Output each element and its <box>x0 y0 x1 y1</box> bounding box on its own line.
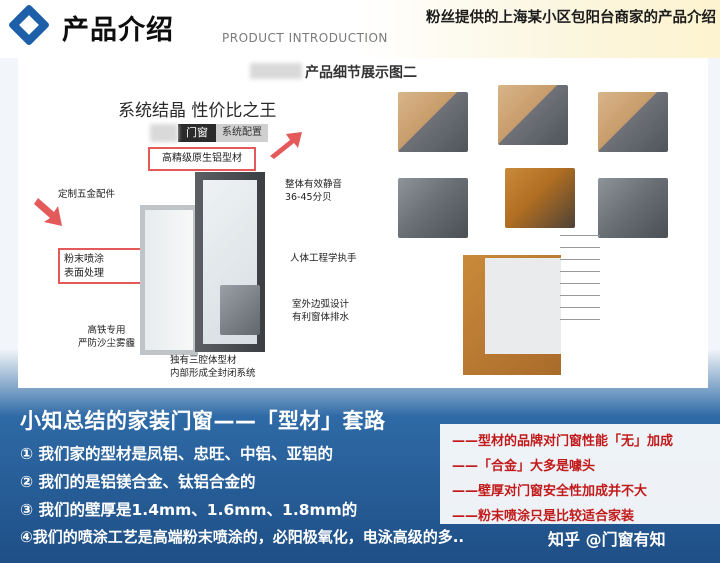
zhihu-watermark: 知乎 @门窗有知 <box>548 530 666 549</box>
fan-source-note: 粉丝提供的上海某小区包阳台商家的产品介绍 <box>426 10 716 26</box>
header-band <box>0 0 720 58</box>
callout-seal: 高铁专用 严防沙尘雾霾 <box>78 325 136 349</box>
callout-soundproof: 整体有效静音 36-45分贝 <box>285 179 343 203</box>
profile-swatch <box>598 92 668 152</box>
profile-cross-section <box>220 285 260 335</box>
profile-swatch <box>505 168 575 228</box>
profile-swatch <box>498 85 568 145</box>
summary-note: ——粉末喷涂只是比较适合家装 <box>452 509 635 524</box>
summary-point: ④我们的喷涂工艺是高端粉末喷涂的，必阳极氧化，电泳高级的多.. <box>20 528 465 546</box>
leader-lines <box>560 235 620 345</box>
config-label-system: 系统配置 <box>216 124 268 142</box>
red-arrow-down-icon <box>34 198 62 226</box>
notes-background <box>440 424 720 524</box>
page-subtitle-en: PRODUCT INTRODUCTION <box>222 31 388 45</box>
config-bar: 门窗 系统配置 <box>150 124 268 142</box>
blurred-brand-name <box>250 63 302 79</box>
product-detail-title: 产品细节展示图二 <box>305 65 417 81</box>
summary-heading: 小知总结的家装门窗——「型材」套路 <box>20 409 386 433</box>
summary-note: ——型材的品牌对门窗性能「无」加成 <box>452 434 674 449</box>
summary-note: ——「合金」大多是噱头 <box>452 459 596 474</box>
window-open-sash <box>140 205 198 355</box>
page-title: 产品介绍 <box>62 15 174 46</box>
profile-swatch <box>398 92 468 152</box>
profile-swatch <box>398 178 468 238</box>
callout-drainage: 室外边弧设计 有利窗体排水 <box>292 299 350 323</box>
callout-handle: 人体工程学执手 <box>290 253 357 264</box>
config-label-door-window: 门窗 <box>178 124 216 142</box>
summary-note: ——壁厚对门窗安全性加成并不大 <box>452 484 648 499</box>
callout-hardware: 定制五金配件 <box>58 189 116 200</box>
corner-profile-glass <box>485 258 561 354</box>
red-arrow-icon <box>270 132 302 159</box>
summary-point: ② 我们的是铝镁合金、钛铝合金的 <box>20 473 256 491</box>
product-slogan: 系统结晶 性价比之王 <box>118 101 277 121</box>
blurred-config-brand <box>150 124 178 142</box>
summary-point: ③ 我们的壁厚是1.4mm、1.6mm、1.8mm的 <box>20 501 358 519</box>
callout-aluminum: 高精级原生铝型材 <box>148 147 256 171</box>
product-image-panel <box>18 58 708 388</box>
profile-swatch <box>598 178 668 238</box>
callout-powder-coat: 粉末喷涂 表面处理 <box>58 248 148 284</box>
callout-cavity: 独有三腔体型材 内部形成全封闭系统 <box>170 355 256 379</box>
summary-point: ① 我们家的型材是凤铝、忠旺、中铝、亚铝的 <box>20 445 334 463</box>
